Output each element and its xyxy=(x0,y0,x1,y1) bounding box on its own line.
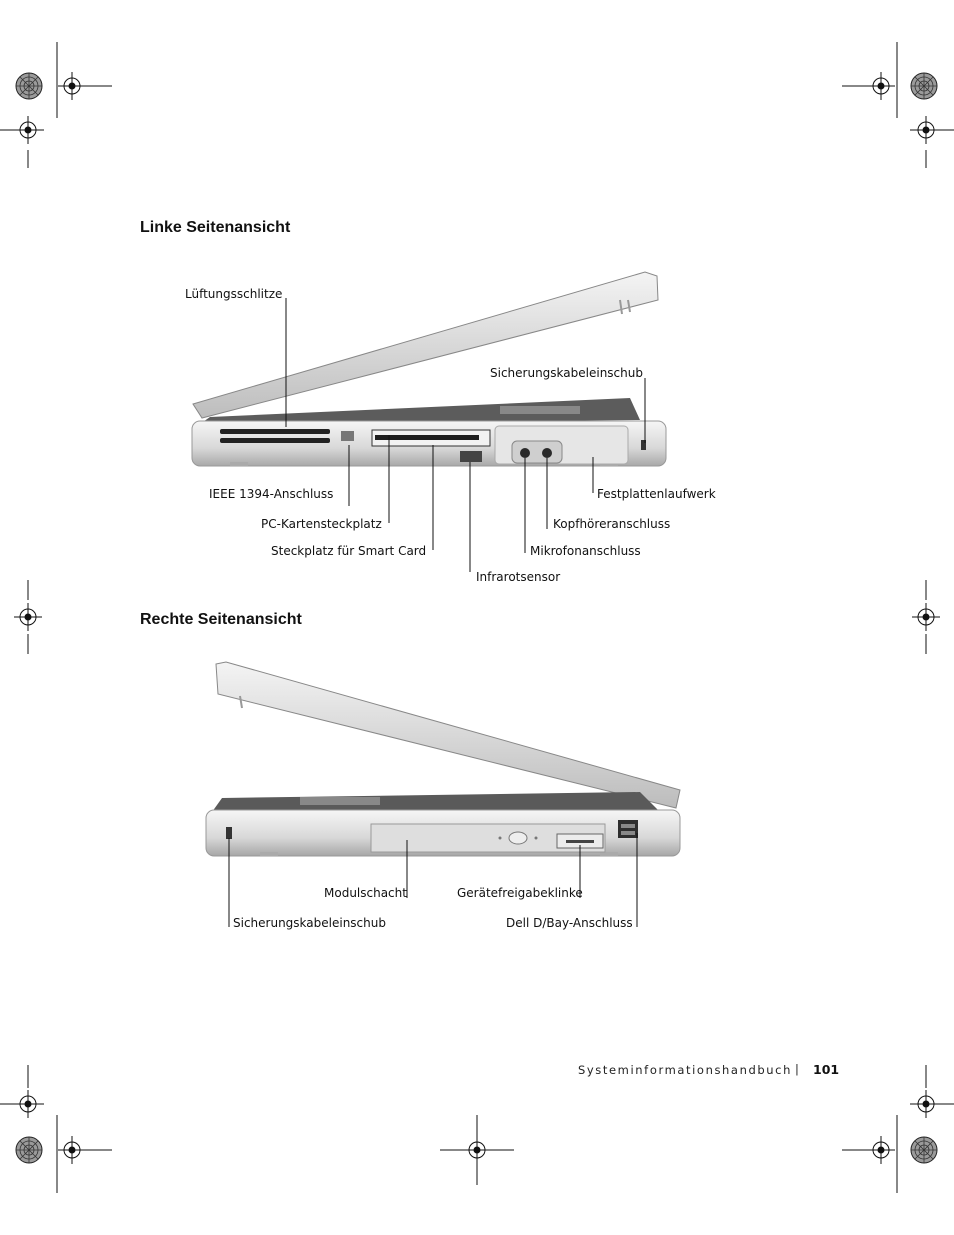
page-number: 101 xyxy=(813,1062,840,1077)
callout-pc-card: PC-Kartensteckplatz xyxy=(261,517,382,531)
callout-microphone: Mikrofonanschluss xyxy=(530,544,641,558)
callout-headphone: Kopfhöreranschluss xyxy=(553,517,671,531)
right-view-heading: Rechte Seitenansicht xyxy=(140,611,302,628)
callout-smart-card: Steckplatz für Smart Card xyxy=(271,544,427,558)
callout-module-bay: Modulschacht xyxy=(324,886,407,900)
footer-title: Systeminformationshandbuch xyxy=(578,1063,792,1077)
callout-infrared: Infrarotsensor xyxy=(476,570,561,584)
footer-separator: | xyxy=(795,1062,799,1076)
left-view-heading: Linke Seitenansicht xyxy=(140,219,291,236)
callout-hard-drive: Festplattenlaufwerk xyxy=(597,487,716,501)
callout-dbay: Dell D/Bay-Anschluss xyxy=(506,916,633,930)
callout-ieee1394: IEEE 1394-Anschluss xyxy=(209,487,334,501)
callout-security-slot-left: Sicherungskabeleinschub xyxy=(490,366,643,380)
callout-vents: Lüftungsschlitze xyxy=(185,287,283,301)
callout-device-latch: Gerätefreigabeklinke xyxy=(457,886,583,900)
callout-security-slot-right: Sicherungskabeleinschub xyxy=(233,916,386,930)
